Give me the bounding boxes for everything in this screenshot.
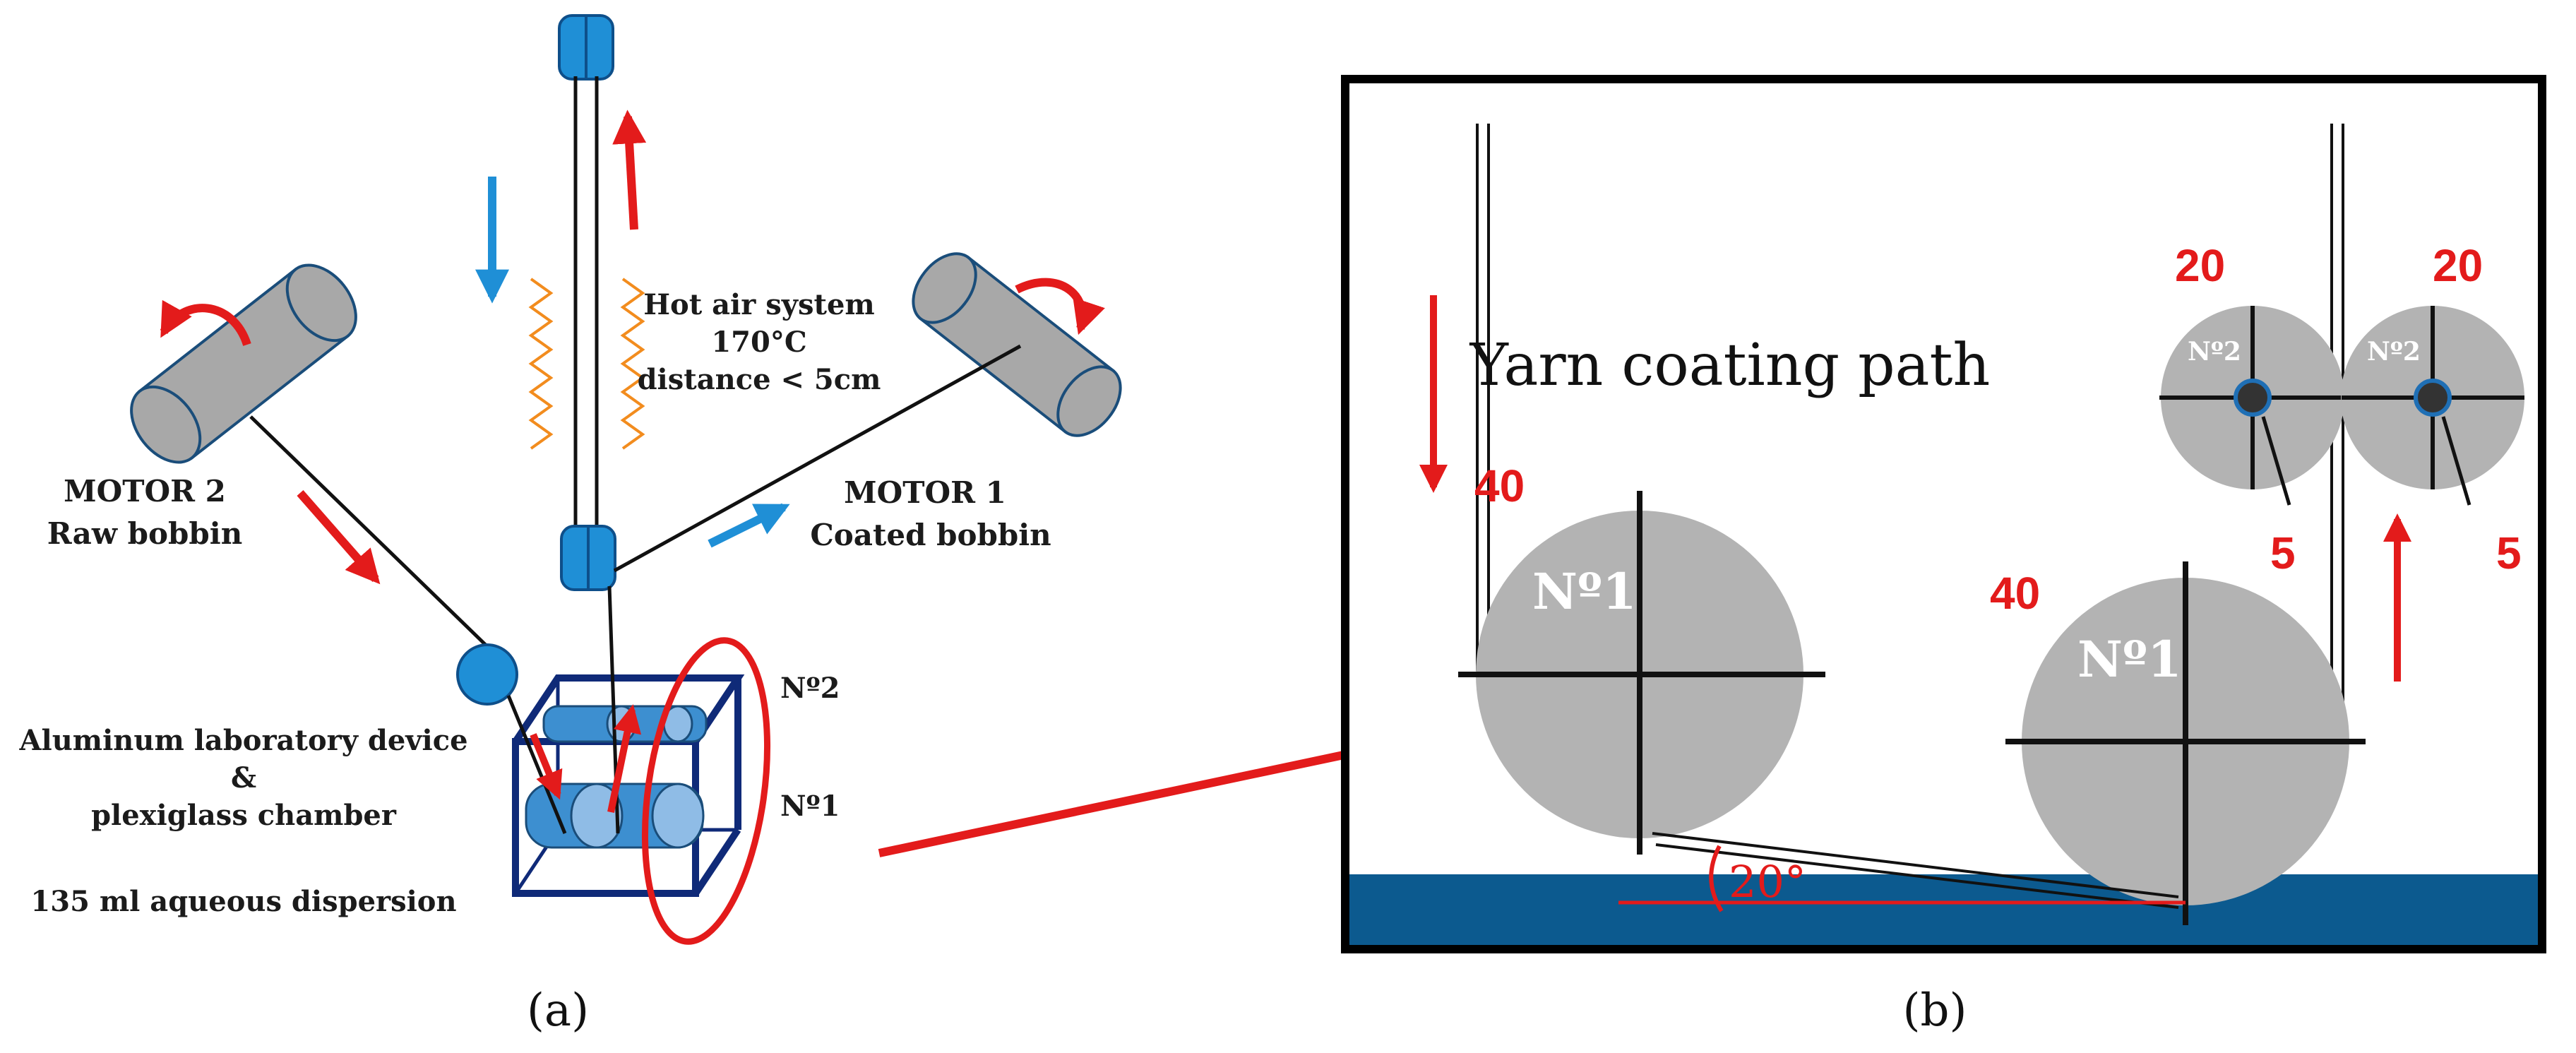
device-line3: plexiglass chamber xyxy=(91,799,397,832)
up-arrow xyxy=(612,109,647,230)
left-roller-40 xyxy=(1458,491,1825,855)
hot-air-zigzag-right xyxy=(620,278,645,450)
device-arrow-down xyxy=(530,733,563,800)
motor2-subtitle: Raw bobbin xyxy=(47,516,242,551)
motor2-rotation-arrow xyxy=(160,299,251,347)
bath-yarn xyxy=(1652,832,2179,909)
yarn-in-b xyxy=(1476,124,1490,671)
hot-air-line1: Hot air system xyxy=(643,288,875,321)
top-pulley xyxy=(558,14,614,81)
device-arrow-up xyxy=(607,704,642,814)
device-yarn-in xyxy=(506,695,567,834)
device-line2: & xyxy=(231,761,256,795)
angle-label: 20° xyxy=(1729,856,1806,908)
vertical-yarn xyxy=(573,76,599,537)
small-roller-left-20 xyxy=(2159,306,2344,506)
hot-air-line2: 170°C xyxy=(711,326,806,359)
panel-b-title: Yarn coating path xyxy=(1469,332,1991,399)
device-line1: Aluminum laboratory device xyxy=(18,724,467,757)
caption-b: (b) xyxy=(1903,984,1967,1037)
right-roller-size: 40 xyxy=(1990,568,2040,619)
hot-air-line3: distance < 5cm xyxy=(638,363,881,396)
middle-pulley xyxy=(560,525,616,591)
motor1-bobbin xyxy=(912,252,1122,437)
rollers-highlight xyxy=(641,637,771,945)
label-no2: Nº2 xyxy=(780,672,840,705)
motor2-title: MOTOR 2 xyxy=(64,474,226,508)
caption-a: (a) xyxy=(527,984,589,1037)
panel-a: Hot air system 170°C distance < 5cm MOTO… xyxy=(18,14,1122,1037)
small-roller-right-20 xyxy=(2341,306,2524,506)
dispersion-bath xyxy=(1349,874,2538,945)
hot-air-zigzag-left xyxy=(528,278,554,450)
raw-yarn-arrow xyxy=(297,490,381,585)
motor2-bobbin xyxy=(130,263,357,464)
label-no1: Nº1 xyxy=(780,790,840,823)
small-roller-left-label: Nº2 xyxy=(2188,337,2241,367)
left-roller-label: Nº1 xyxy=(1532,562,1637,621)
guide-pulley xyxy=(456,643,518,706)
small-roller-left-hub: 5 xyxy=(2270,528,2296,578)
small-roller-right-size: 20 xyxy=(2433,240,2483,291)
motor1-title: MOTOR 1 xyxy=(844,475,1006,510)
motor1-subtitle: Coated bobbin xyxy=(810,518,1051,552)
small-roller-right-hub: 5 xyxy=(2496,528,2522,578)
raw-yarn xyxy=(249,415,496,655)
angle-arc xyxy=(1709,845,1724,912)
small-roller-right-label: Nº2 xyxy=(2367,337,2421,367)
right-roller-label: Nº1 xyxy=(2077,630,2182,689)
left-roller-size: 40 xyxy=(1474,460,1525,511)
motor1-rotation-arrow xyxy=(1015,278,1105,335)
small-roller-left-size: 20 xyxy=(2175,240,2225,291)
panel-b-frame xyxy=(1341,75,2546,953)
coated-yarn-arrow xyxy=(708,503,790,548)
panel-b: Yarn coating path 40 Nº1 40 Nº1 20 Nº2 5 xyxy=(1341,75,2546,1037)
coated-yarn xyxy=(613,344,1022,573)
device-line4: 135 ml aqueous dispersion xyxy=(30,885,456,918)
right-roller-40 xyxy=(2005,561,2366,925)
